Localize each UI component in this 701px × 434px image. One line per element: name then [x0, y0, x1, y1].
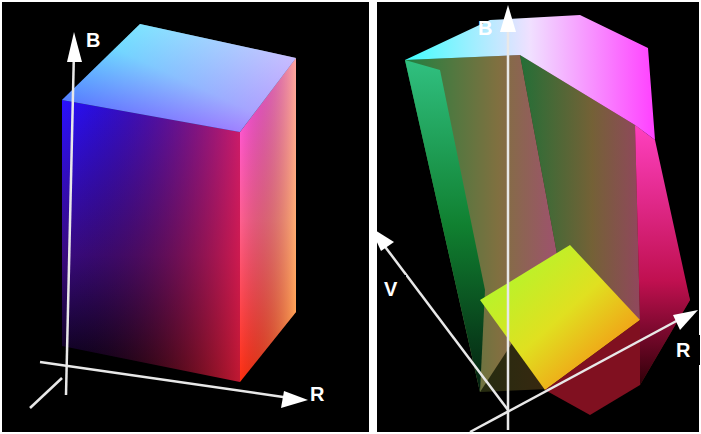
- axes-right: [370, 5, 698, 432]
- axis-label: V: [384, 279, 397, 299]
- axes-left: [30, 32, 308, 408]
- rgb-cube: [62, 24, 296, 382]
- axis-label: B: [86, 30, 100, 50]
- axis-label: R: [676, 340, 690, 360]
- cut-color-solid: [405, 15, 690, 415]
- axis-label: R: [310, 384, 324, 404]
- axis-label: B: [478, 18, 492, 38]
